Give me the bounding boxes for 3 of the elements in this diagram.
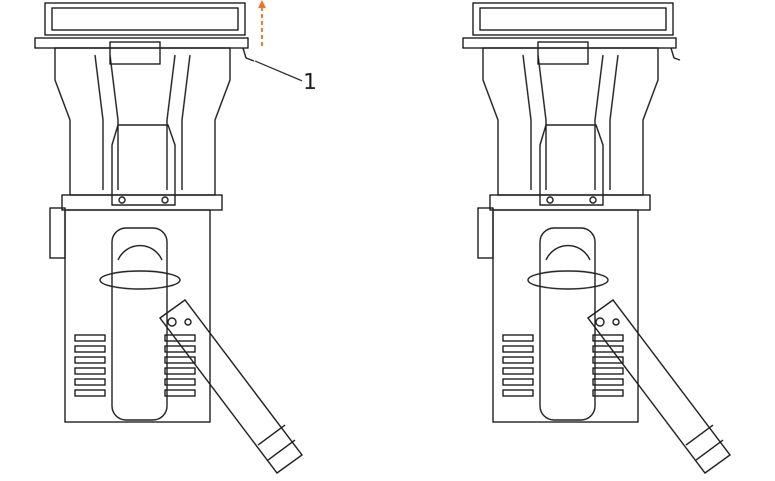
leader-line — [254, 60, 302, 82]
callout-number: 1 — [303, 72, 317, 94]
latch-hook — [242, 48, 254, 62]
